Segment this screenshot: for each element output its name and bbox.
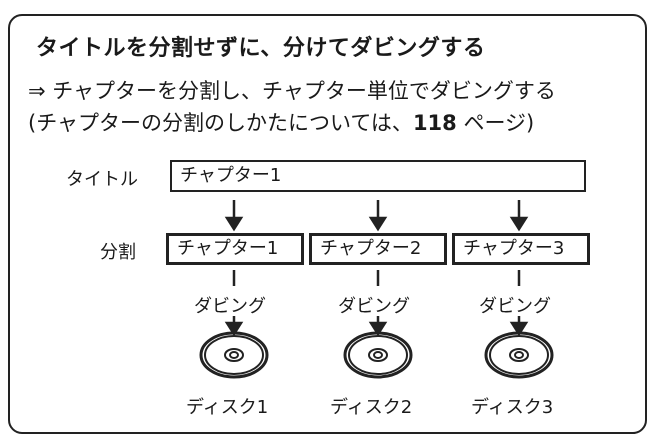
instruction-line: ⇒ チャプターを分割し、チャプター単位でダビングする [28,79,556,103]
arrow-disc-1 [224,316,244,337]
reference-line: (チャプターの分割のしかたについては、118 ページ) [28,107,534,137]
dubbing-label-3: ダビング [479,296,551,317]
split-label: 分割 [100,242,136,263]
arrow-down-3 [509,200,529,232]
page-number: 118 [412,111,457,135]
title-box-text: チャプター1 [180,165,282,186]
disc-label-1: ディスク1 [186,397,269,418]
dubbing-label-1: ダビング [194,296,266,317]
disc-icon-3 [484,331,554,379]
chapter-box-2: チャプター2 [309,233,447,265]
section-heading: タイトルを分割せずに、分けてダビングする [36,36,486,61]
disc-icon-2 [343,331,413,379]
disc-label-3: ディスク3 [471,397,554,418]
arrow-down-1 [224,200,244,232]
disc-icon-1 [199,331,269,379]
title-label: タイトル [66,169,138,190]
chapter-box-2-text: チャプター2 [320,238,422,259]
reference-text-after: ページ) [456,111,535,135]
chapter-box-1-text: チャプター1 [177,238,279,259]
chapter-box-3: チャプター3 [452,233,590,265]
disc-label-2: ディスク2 [330,397,413,418]
chapter-box-3-text: チャプター3 [463,238,565,259]
title-box: チャプター1 [170,160,586,192]
arrow-down-2 [368,200,388,232]
reference-text-before: (チャプターの分割のしかたについては、 [28,111,413,135]
chapter-box-1: チャプター1 [166,233,304,265]
arrow-disc-2 [368,316,388,337]
dubbing-label-2: ダビング [338,296,410,317]
arrow-disc-3 [509,316,529,337]
